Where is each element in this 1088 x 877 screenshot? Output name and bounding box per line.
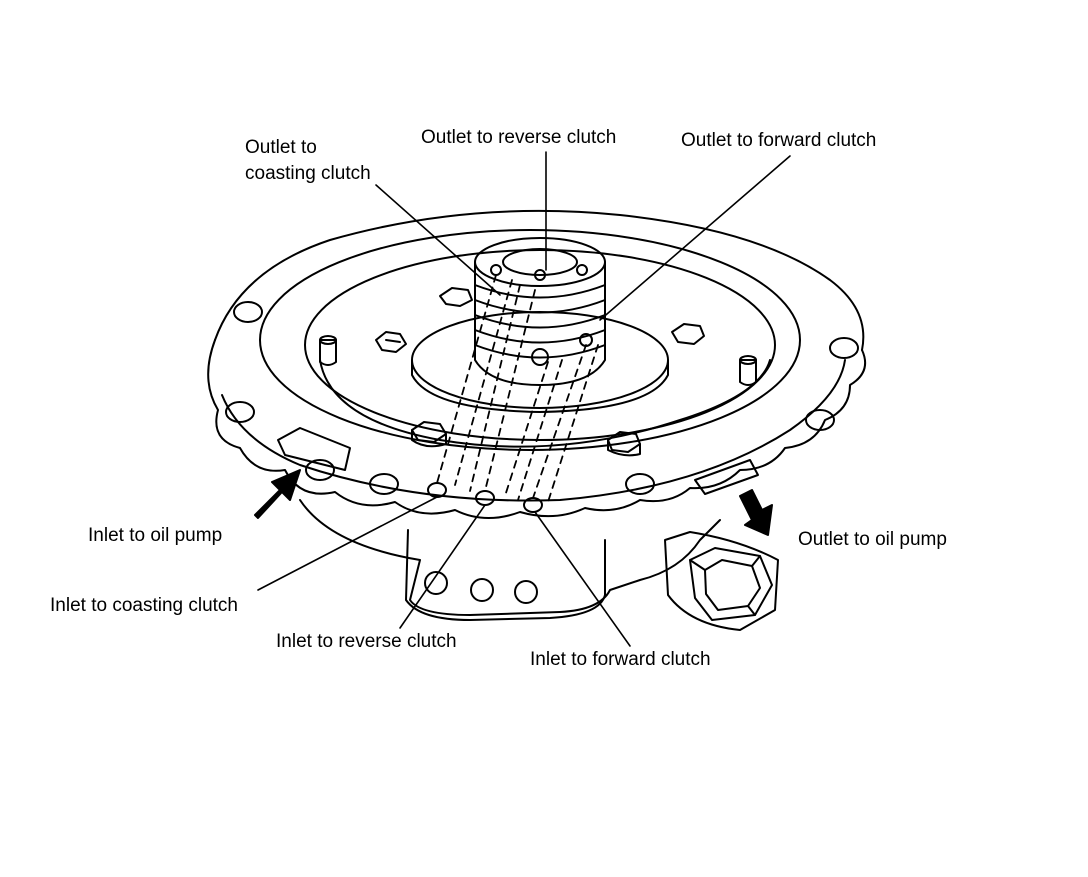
leader-outlet-forward — [599, 155, 791, 321]
label-inlet-forward: Inlet to forward clutch — [530, 649, 711, 670]
dowel-pin — [319, 339, 337, 366]
outer-flange-scallops — [207, 339, 866, 520]
hex-bolt — [375, 331, 407, 353]
label-outlet-coasting-line2: coasting clutch — [245, 163, 371, 184]
hex-edge — [747, 605, 756, 616]
internal-passages — [436, 274, 599, 503]
inner-ring-1 — [259, 229, 801, 451]
label-outlet-forward: Outlet to forward clutch — [681, 130, 877, 151]
inlet-port-reverse — [475, 490, 495, 506]
shaft-groove — [474, 344, 606, 359]
shaft-groove — [474, 329, 606, 344]
outer-flange-top — [214, 209, 865, 351]
leader-inlet-reverse — [399, 504, 486, 629]
shaft-port — [576, 264, 588, 276]
inlet-slot — [277, 427, 351, 471]
lower-port-2 — [470, 578, 494, 602]
lower-port-3 — [514, 580, 538, 604]
rim-hole — [305, 459, 335, 481]
leader-outlet-coasting — [375, 184, 501, 296]
pump-body-skirt — [299, 499, 721, 616]
outlet-slot — [694, 459, 759, 495]
inner-step — [319, 359, 771, 448]
rim-hole — [369, 473, 399, 495]
hex-edge — [689, 559, 706, 571]
shaft-groove — [474, 314, 606, 329]
shaft-bore — [502, 248, 578, 276]
dowel-pin-top — [319, 335, 337, 345]
hex-plug — [689, 547, 773, 621]
rim-hole — [805, 409, 835, 431]
rim-hole — [625, 473, 655, 495]
hex-edge — [751, 555, 761, 567]
shaft-port — [531, 348, 549, 366]
hex-bolt — [671, 323, 705, 345]
label-inlet-oil-pump: Inlet to oil pump — [88, 525, 223, 546]
label-inlet-reverse: Inlet to reverse clutch — [276, 631, 457, 652]
outlet-arrow-icon — [739, 489, 773, 536]
rim-hole — [233, 301, 263, 323]
flange-inner-edge — [221, 359, 846, 502]
hex-bolt — [607, 431, 641, 457]
shaft-top — [474, 237, 606, 287]
shaft-groove — [474, 284, 606, 299]
shaft-port — [490, 264, 502, 276]
rim-hole — [225, 401, 255, 423]
label-outlet-oil-pump: Outlet to oil pump — [798, 529, 947, 550]
rim-hole — [829, 337, 859, 359]
outlet-fitting-body — [664, 531, 779, 631]
hex-bolt — [411, 421, 447, 448]
lower-port-1 — [424, 571, 448, 595]
dowel-pin — [739, 359, 757, 386]
leader-inlet-forward — [534, 511, 631, 647]
hub-plate — [411, 311, 669, 409]
shaft-groove — [474, 299, 606, 314]
label-outlet-reverse: Outlet to reverse clutch — [421, 127, 617, 148]
dowel-pin-top — [739, 355, 757, 365]
label-outlet-coasting-line1: Outlet to — [245, 137, 317, 158]
hex-plug-face — [704, 559, 761, 611]
leader-lines — [257, 151, 791, 647]
label-inlet-coasting: Inlet to coasting clutch — [50, 595, 238, 616]
stator-shaft — [474, 261, 606, 386]
hub-plate-side — [411, 359, 669, 413]
inlet-arrow-icon — [254, 469, 301, 519]
leader-inlet-coasting — [257, 496, 438, 591]
hex-bolt — [439, 287, 473, 307]
shaft-port — [534, 269, 546, 281]
